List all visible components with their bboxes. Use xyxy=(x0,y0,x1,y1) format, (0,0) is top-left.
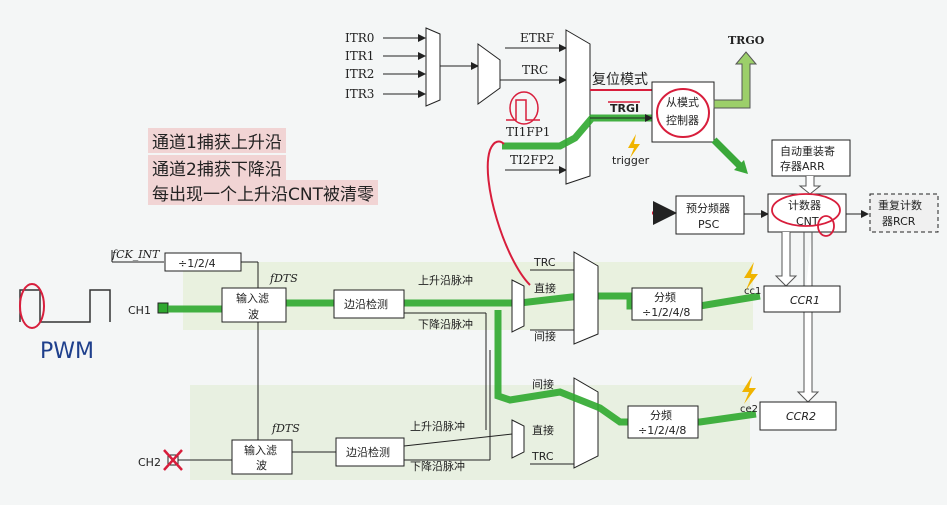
arr-label-2: 存器ARR xyxy=(780,159,825,173)
note-line-1: 通道1捕获上升沿 xyxy=(148,128,286,153)
rcr-label-1: 重复计数 xyxy=(878,198,922,212)
ch2-direct-label: 直接 xyxy=(532,423,554,437)
ch1-cc-label: cc1 xyxy=(744,286,761,297)
trgo-arrow-icon xyxy=(714,52,756,108)
ch2-rise-label: 上升沿脉冲 xyxy=(410,419,465,433)
clock-div-label: ÷1/2/4 xyxy=(178,257,216,270)
controller-label-2: 控制器 xyxy=(666,113,699,127)
rcr-label-2: 器RCR xyxy=(882,215,916,228)
ch1-filter-label-2: 波 xyxy=(248,308,259,321)
fdts2-label: fDTS xyxy=(271,422,300,435)
itr3-label: ITR3 xyxy=(345,87,374,101)
ccr2-label: CCR2 xyxy=(786,410,816,423)
arr-label-1: 自动重装寄 xyxy=(780,144,835,158)
ti2fp2-label: TI2FP2 xyxy=(510,153,554,167)
note-line-2: 通道2捕获下降沿 xyxy=(148,155,286,180)
cnt-label-1: 计数器 xyxy=(788,199,821,212)
trgo-label: TRGO xyxy=(728,34,765,47)
ch1-polarity-mux xyxy=(512,280,524,332)
ch2-fall-label: 下降沿脉冲 xyxy=(410,459,465,473)
pwm-waveform xyxy=(20,290,110,322)
trc-label: TRC xyxy=(522,63,548,77)
ccr1-label: CCR1 xyxy=(790,294,820,307)
trigger-select-mux xyxy=(566,30,590,184)
ch2-trc-label: TRC xyxy=(531,450,554,463)
ch1-direct-label: 直接 xyxy=(534,281,556,295)
itr-inputs: ITR0 ITR1 ITR2 ITR3 xyxy=(345,31,425,101)
ch1-div-label-2: ÷1/2/4/8 xyxy=(642,306,690,319)
ch2-cc-label: ce2 xyxy=(740,404,758,415)
ch2-indirect-label: 间接 xyxy=(532,378,554,391)
slave-mode-controller xyxy=(652,82,714,142)
ch2-div-label-1: 分频 xyxy=(650,408,672,422)
fck-label: fCK_INT xyxy=(111,248,161,261)
ch2-edge-label: 边沿检测 xyxy=(346,445,390,459)
psc-label-2: PSC xyxy=(698,218,720,231)
ch1-edge-label: 边沿检测 xyxy=(344,297,388,311)
controller-label-1: 从模式 xyxy=(666,96,699,109)
ch2-polarity-mux xyxy=(512,420,524,458)
controller-to-counter-arrow xyxy=(714,140,740,166)
ch2-ic-select-mux xyxy=(574,378,598,468)
itr0-label: ITR0 xyxy=(345,31,374,45)
ch1-trc-label: TRC xyxy=(533,256,556,269)
ch2-filter-label-2: 波 xyxy=(256,459,267,472)
trgi-label: TRGI xyxy=(610,102,639,115)
ch1-div-label-1: 分频 xyxy=(654,290,676,304)
note-line-3: 每出现一个上升沿CNT被清零 xyxy=(148,180,378,205)
psc-label-1: 预分频器 xyxy=(686,201,730,215)
ch2-div-label-2: ÷1/2/4/8 xyxy=(638,424,686,437)
ch1-pin xyxy=(158,303,168,313)
ch1-rise-label: 上升沿脉冲 xyxy=(418,273,473,287)
ch1-filter-label-1: 输入滤 xyxy=(236,291,269,305)
ti1fp1-label: TI1FP1 xyxy=(506,125,550,139)
reset-mode-label: 复位模式 xyxy=(592,71,648,88)
itr2-label: ITR2 xyxy=(345,67,374,81)
ch2-pin-label: CH2 xyxy=(138,456,161,469)
itr1-label: ITR1 xyxy=(345,49,374,63)
ch1-ic-select-mux xyxy=(574,252,598,344)
ch1-fall-label: 下降沿脉冲 xyxy=(418,317,473,331)
itr-mux xyxy=(426,28,440,106)
ch1-pin-label: CH1 xyxy=(128,304,151,317)
fdts1-label: fDTS xyxy=(269,272,298,285)
etrf-label: ETRF xyxy=(520,31,554,45)
ch1-indirect-label: 间接 xyxy=(534,330,556,343)
trc-mux xyxy=(478,44,500,104)
pwm-label: PWM xyxy=(40,339,94,364)
ch2-filter-label-1: 输入滤 xyxy=(244,443,277,457)
trigger-label: trigger xyxy=(612,154,650,167)
